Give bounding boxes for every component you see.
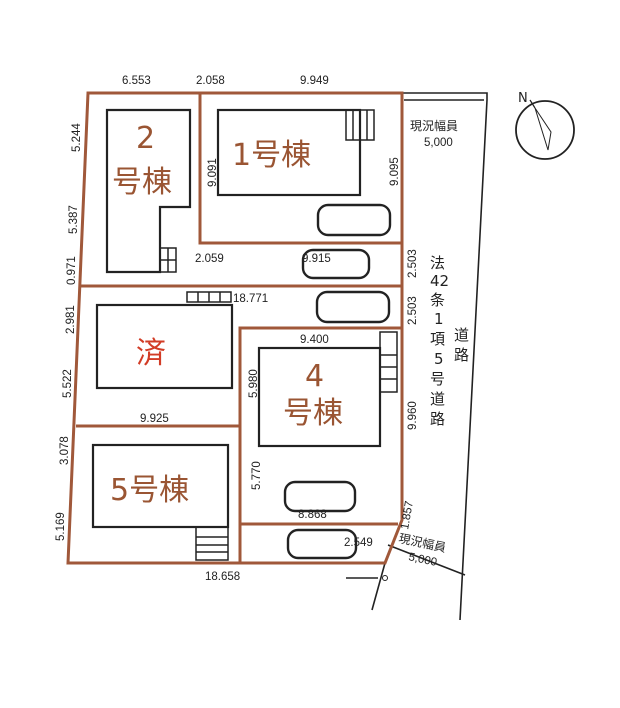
stairs [159,109,398,561]
road-outline [346,92,488,621]
car-icon [301,248,371,280]
building-1 [216,108,362,197]
dim-right-1: 2.503 [407,249,419,278]
lot-4-number: 4 [305,359,324,394]
road-bottom-width: 5,000 [407,551,438,569]
building-sold [95,303,234,390]
dim-drive-2: 18.771 [233,293,268,305]
dim-left-3: 0.971 [66,256,78,285]
dim-left-7: 5.169 [55,512,67,541]
dim-lot4-left-bottom: 5.770 [251,461,263,490]
dim-corner-bottom: 2.549 [344,537,373,549]
lot-5-label: 5号棟 [110,473,189,508]
lot-2-number: 2 [136,121,155,156]
car-icon [316,203,392,237]
road-type-char: 路 [454,346,469,364]
dim-drive-1: 9.915 [302,253,331,265]
dim-lot4-top: 9.400 [300,334,329,346]
parking-cars [283,203,392,560]
car-icon [283,480,357,513]
road-type-char: 路 [430,410,445,428]
dim-bottom: 18.658 [205,571,240,583]
road-type-char: 42 [430,272,449,290]
dim-top-right: 9.949 [300,75,329,87]
dim-lot3-bottom: 9.925 [140,413,169,425]
dim-left-2: 5.387 [68,205,80,234]
building-4 [257,346,382,448]
dim-left-4: 2.981 [65,305,77,334]
road-type-char: 号 [430,370,445,388]
dim-lot1-right: 9.095 [389,157,401,186]
lot-2-suffix: 号棟 [112,165,172,200]
dim-top-mid: 2.058 [196,75,225,87]
car-icon [286,528,358,560]
lot-sold-label: 済 [136,336,166,371]
road-type-char: 条 [430,291,445,309]
road-type-label: 法 42 条 1 項 5 号 道 路 道 路 [430,254,469,428]
road-type-char: 項 [430,330,445,348]
dim-corner-slant: 1.857 [399,500,416,530]
road-type-char: 5 [434,350,444,368]
dim-lot1-left: 9.091 [207,158,219,187]
building-5 [91,443,230,529]
lot-1-label: 1号棟 [232,138,311,173]
dim-lot1-bottom: 2.059 [195,253,224,265]
road-type-char: 法 [430,254,445,272]
lot-4-suffix: 号棟 [283,396,343,431]
car-icon [315,290,391,324]
road-type-char: 道 [454,326,469,344]
dim-top-left: 6.553 [122,75,151,87]
road-type-char: 道 [430,390,445,408]
road-top-label: 現況幅員 [410,118,458,133]
road-top-width: 5,000 [424,137,453,149]
dim-left-6: 3.078 [59,436,71,465]
dim-left-5: 5.522 [62,369,74,398]
dim-right-2: 2.503 [407,296,419,325]
dim-lot4-left-top: 5.980 [248,369,260,398]
north-arrow-icon: N [515,91,575,160]
lot-boundaries [66,91,404,565]
road-type-char: 1 [434,310,444,328]
dim-lot4-bottom: 8.868 [298,509,327,521]
compass-label: N [518,91,528,106]
dim-lot4-right: 9.960 [407,401,419,430]
building-2 [105,108,192,274]
dim-left-1: 5.244 [71,123,83,152]
